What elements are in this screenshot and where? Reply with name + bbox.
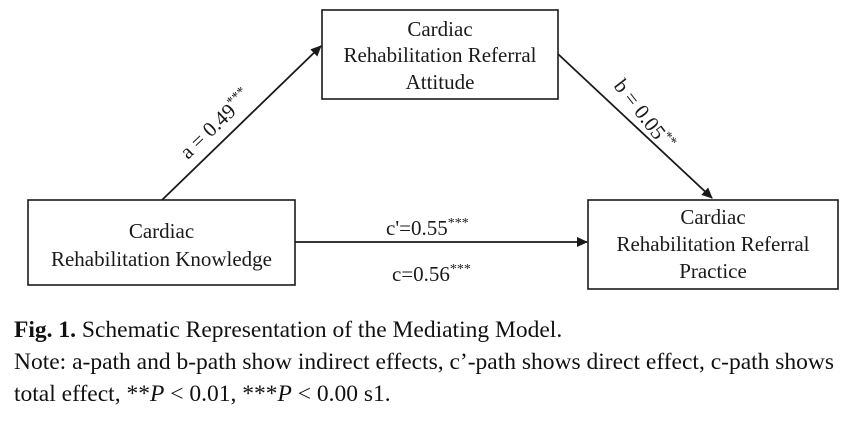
attitude-line-2: Rehabilitation Referral bbox=[343, 43, 536, 67]
p-threshold-1: < 0.01, *** bbox=[164, 381, 278, 407]
practice-line-2: Rehabilitation Referral bbox=[616, 232, 809, 256]
mediation-diagram: Cardiac Rehabilitation Knowledge Cardiac… bbox=[27, 9, 839, 290]
practice-box: Cardiac Rehabilitation Referral Practice bbox=[587, 199, 839, 290]
path-b-label: b = 0.05** bbox=[609, 74, 679, 155]
practice-line-3: Practice bbox=[679, 259, 747, 283]
attitude-line-3: Attitude bbox=[406, 70, 475, 94]
caption-note: Note: a-path and b-path show indirect ef… bbox=[14, 349, 835, 407]
knowledge-box: Cardiac Rehabilitation Knowledge bbox=[27, 199, 296, 286]
path-a-arrow bbox=[161, 45, 322, 201]
path-a-label: a = 0.49*** bbox=[175, 84, 256, 163]
figure-title: Schematic Representation of the Mediatin… bbox=[81, 317, 563, 343]
attitude-box: Cardiac Rehabilitation Referral Attitude bbox=[321, 9, 559, 100]
path-c-prime-label: c'=0.55*** bbox=[386, 216, 469, 240]
p-threshold-2: < 0.00 s1. bbox=[291, 381, 391, 407]
practice-line-1: Cardiac bbox=[680, 205, 745, 229]
p-symbol-2: P bbox=[277, 381, 292, 407]
path-b-arrow bbox=[557, 53, 713, 199]
knowledge-line-1: Cardiac bbox=[129, 219, 194, 243]
figure-caption: Fig. 1. Schematic Representation of the … bbox=[14, 314, 850, 410]
knowledge-line-2: Rehabilitation Knowledge bbox=[51, 247, 272, 271]
p-symbol-1: P bbox=[149, 381, 165, 407]
attitude-line-1: Cardiac bbox=[407, 17, 472, 41]
path-c-label: c=0.56*** bbox=[392, 262, 471, 286]
figure-label: Fig. 1. bbox=[14, 317, 77, 343]
